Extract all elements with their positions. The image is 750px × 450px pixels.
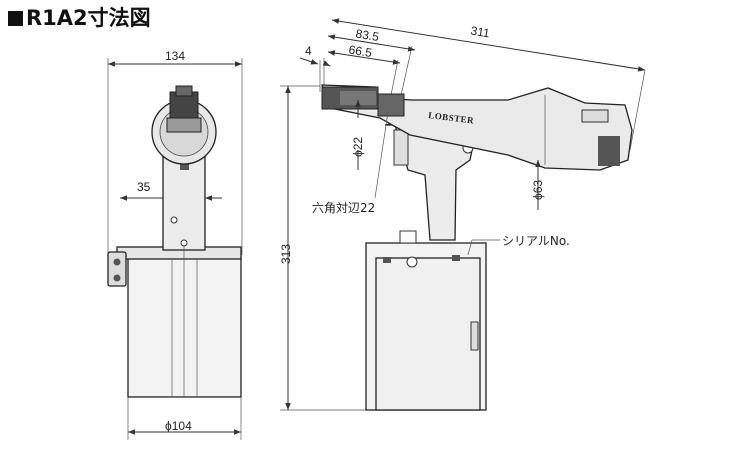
side-66-dim: 66.5 [348,43,374,61]
front-neck-dim: 35 [137,180,151,194]
side-83-dim: 83.5 [355,27,381,45]
serial-label: シリアルNo. [502,234,570,248]
hex-label: 六角対辺22 [312,201,375,215]
front-nozzle [169,91,199,123]
side-view: 313 4 311 83.5 66.5 [279,18,646,411]
side-height-dim: 313 [279,244,293,264]
front-battery-box [127,256,242,398]
front-side-clip [107,251,127,287]
front-width-dim: 134 [165,49,185,63]
side-66-dim-line [327,50,401,65]
side-length-dim-line [331,18,646,72]
side-length-dim: 311 [470,24,491,41]
nose-diameter-dim: ϕ22 [351,137,365,157]
title-square-icon [8,11,23,26]
side-83-dim-line [327,34,416,52]
front-grip [162,154,206,251]
body-diameter-dim: ϕ63 [531,180,545,200]
front-base-dim: ϕ104 [165,419,192,433]
drawing-title: R1A2寸法図 [8,2,151,32]
side-tip-dim: 4 [305,44,312,58]
front-view: 35 ϕ104 134 [107,49,243,440]
title-text: R1A2寸法図 [26,6,151,30]
